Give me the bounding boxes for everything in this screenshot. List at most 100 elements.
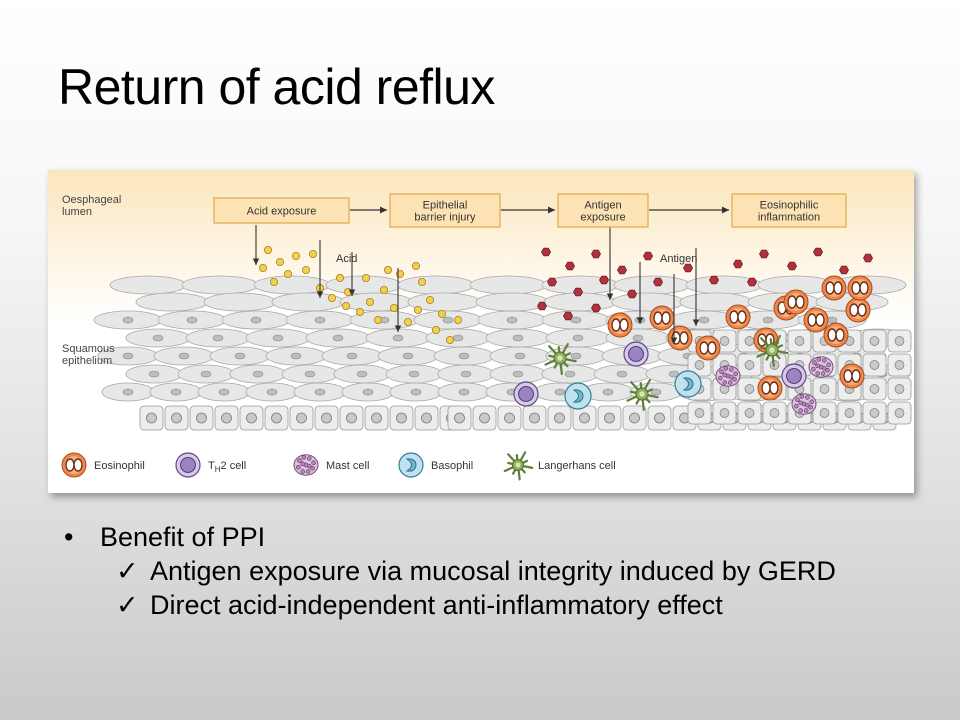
cell-nucleus [271,412,282,424]
cell-nucleus [346,412,357,424]
legend-label: Langerhans cell [538,460,616,472]
cell-nucleus [304,370,316,378]
cell-nucleus [186,316,198,324]
check-mark-icon: ✓ [116,590,139,620]
langerhans-cell [756,335,789,367]
bullet-dot-icon: • [64,522,74,552]
cell-nucleus [869,384,880,394]
acid-particle [445,335,454,344]
cell-nucleus [272,334,284,342]
cell-nucleus [564,370,576,378]
mast-cell [293,454,319,476]
acid-particle [291,252,300,261]
cell-nucleus [570,352,582,360]
acid-particle [383,266,392,275]
cell-nucleus [452,334,464,342]
cell-nucleus [460,370,472,378]
cell-nucleus [458,352,470,360]
cell-nucleus [572,334,584,342]
cell-nucleus [579,412,590,424]
antigen-label: Antigen [660,253,697,265]
cell-nucleus [512,370,524,378]
acid-particle [341,301,350,310]
cell-nucleus [234,352,246,360]
acid-particle [301,266,310,275]
flow-box [557,193,649,228]
cell-nucleus [632,334,644,342]
cell-nucleus [314,388,326,396]
antigen-particle [565,261,575,271]
antigen-particle [747,277,757,287]
cell-nucleus [604,412,615,424]
cell-nucleus [332,334,344,342]
antigen-particle [643,251,653,261]
legend-label: Mast cell [326,460,369,472]
cell-nucleus [762,316,774,324]
antigen-particle [547,277,557,287]
cell-nucleus [744,384,755,394]
acid-particle [431,325,440,334]
cell-nucleus [554,412,565,424]
acid-particle [373,315,382,324]
mast-cell [791,393,817,415]
antigen-particle [653,277,663,287]
cell-nucleus [122,316,134,324]
flow-box [389,193,501,228]
cell-nucleus [654,412,665,424]
langerhans-cell [503,451,534,481]
cell-nucleus [454,412,465,424]
cell-nucleus [719,408,730,418]
sub-bullet-antigen-exposure: ✓ Antigen exposure via mucosal integrity… [64,554,944,588]
eosinophil [649,305,675,331]
eosinophil [823,322,849,348]
mast-cell [808,356,834,378]
eosinophil [61,452,87,478]
antigen-particle [537,301,547,311]
langerhans-cell [626,379,659,411]
eosinophil [607,312,633,338]
eosinophil [757,375,783,401]
th2-cell [781,363,807,389]
cell-nucleus [504,412,515,424]
th2-cell [623,341,649,367]
cell-nucleus [719,336,730,346]
acid-particle [269,278,278,287]
antigen-particle [787,261,797,271]
sub-bullet-text: Antigen exposure via mucosal integrity i… [150,556,836,586]
cell-nucleus [698,316,710,324]
cell-nucleus [629,412,640,424]
squamous-cell [181,275,259,295]
squamous-cell [469,275,547,295]
antigen-particle [541,247,551,257]
cell-nucleus [769,408,780,418]
cell-nucleus [554,388,566,396]
cell-nucleus [616,370,628,378]
cell-nucleus [290,352,302,360]
bullet-benefit-ppi: • Benefit of PPI [64,520,944,554]
cell-nucleus [844,408,855,418]
basophil [564,382,592,410]
antigen-particle [591,249,601,259]
cell-nucleus [396,412,407,424]
flow-box [731,193,847,228]
antigen-particle [759,249,769,259]
acid-particle [437,309,446,318]
cell-nucleus [346,352,358,360]
cell-nucleus [650,388,662,396]
check-mark-icon: ✓ [116,556,139,586]
eosinophil [847,275,873,301]
bullet-list: • Benefit of PPI ✓ Antigen exposure via … [64,520,944,622]
acid-label: Acid [336,253,357,265]
cell-nucleus [744,336,755,346]
eosinophil [695,335,721,361]
eosinophil [839,363,865,389]
acid-particle [411,262,420,271]
cell-nucleus [421,412,432,424]
eosinophil [845,297,871,323]
acid-particle [308,250,317,259]
